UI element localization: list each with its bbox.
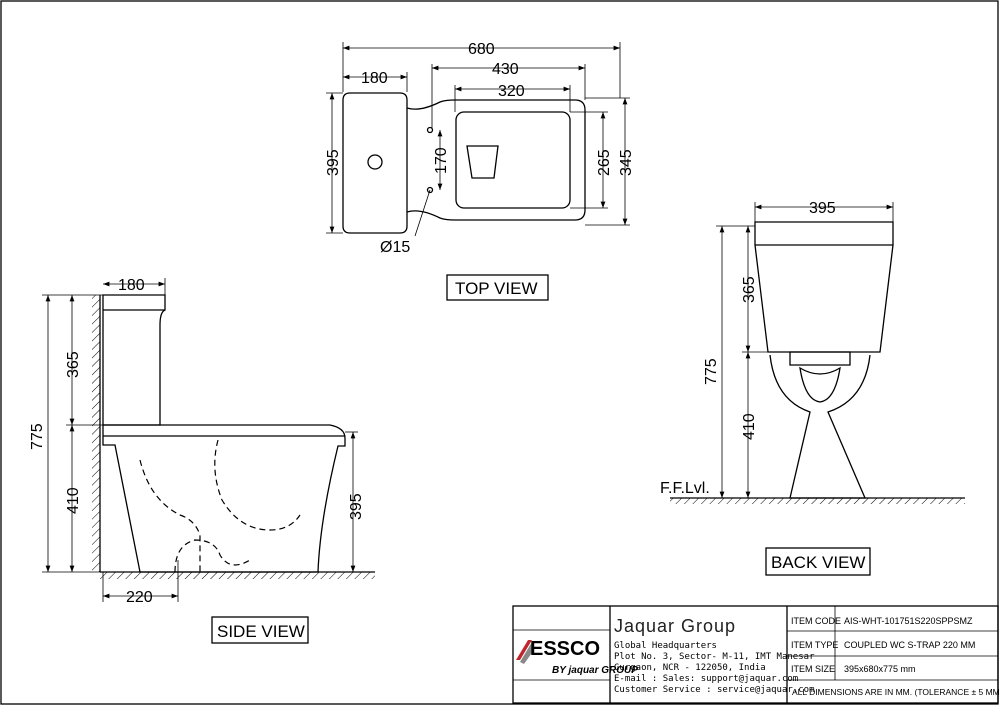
dim-220: 220: [126, 589, 153, 606]
dim-395: 395: [325, 149, 342, 176]
dim-365: 365: [65, 351, 82, 378]
floor-level-label: F.F.Lvl.: [660, 480, 710, 497]
trap-path: [139, 439, 301, 573]
fixing-hole: [426, 186, 434, 194]
dim-775: 775: [703, 358, 720, 385]
address-line: Global Headquarters: [614, 641, 717, 651]
lid-handle: [466, 145, 499, 179]
item-size-value: 395x680x775 mm: [844, 664, 916, 674]
back-bowl: [769, 354, 871, 499]
dim-265: 265: [596, 149, 613, 176]
dim-395: 395: [348, 493, 365, 520]
dim-345: 345: [618, 149, 635, 176]
dim-180: 180: [361, 70, 388, 87]
dim-680: 680: [468, 41, 495, 58]
logo-mark: [516, 640, 532, 660]
side-view-label-box: [211, 616, 309, 644]
back-view-label-box: [765, 547, 871, 576]
dim-hole-dia: Ø15: [380, 239, 410, 256]
item-size-label: ITEM SIZE: [791, 664, 835, 674]
address-line: Plot No. 3, Sector- M-11, IMT Manesar: [614, 652, 815, 662]
tolerance-note: ALL DIMENSIONS ARE IN MM. (TOLERANCE ± 5…: [792, 687, 1000, 697]
item-code-label: ITEM CODE: [791, 616, 841, 626]
top-outline: [342, 92, 586, 234]
essco-logo: ESSCO: [530, 638, 600, 660]
company-name: Jaquar Group: [614, 616, 736, 636]
dim-410: 410: [65, 487, 82, 514]
side-view-label: SIDE VIEW: [217, 622, 305, 641]
dim-395: 395: [809, 200, 836, 217]
dim-365: 365: [741, 276, 758, 303]
dim-320: 320: [498, 83, 525, 100]
dim-170: 170: [433, 147, 450, 174]
dim-180: 180: [118, 277, 145, 294]
fixing-hole: [426, 126, 434, 134]
side-view: 180 775 365 410 395 220 SIDE VIEW: [29, 277, 375, 644]
back-view: 395 775 365 410 F.F.Lvl. BACK VIEW: [660, 200, 965, 576]
top-view: 680 180 430 320 395 345 265 170 Ø15 TOP …: [325, 41, 635, 301]
item-type-value: COUPLED WC S-TRAP 220 MM: [844, 640, 975, 650]
side-tank: [102, 294, 166, 426]
back-view-label: BACK VIEW: [771, 553, 865, 572]
flush-button-icon: [367, 154, 383, 170]
top-view-label: TOP VIEW: [455, 279, 538, 298]
item-code-value: AIS-WHT-101751S220SPPSMZ: [844, 616, 973, 626]
dim-430: 430: [492, 61, 519, 78]
back-tank: [754, 221, 894, 353]
address-line: E-mail : Sales: support@jaquar.com: [614, 674, 798, 684]
top-view-label-box: [446, 274, 549, 301]
dim-410: 410: [741, 413, 758, 440]
address-line: Customer Service : service@jaquar.com: [614, 685, 814, 695]
title-block: ESSCO BY jaquar GROUP Jaquar Group Globa…: [512, 605, 1000, 704]
seat: [455, 111, 571, 209]
address-line: Gurgaon, NCR - 122050, India: [614, 663, 766, 673]
dim-775: 775: [29, 423, 46, 450]
item-type-label: ITEM TYPE: [791, 640, 838, 650]
jaquar-logo: BY jaquar GROUP: [552, 665, 638, 676]
side-bowl: [102, 424, 346, 573]
